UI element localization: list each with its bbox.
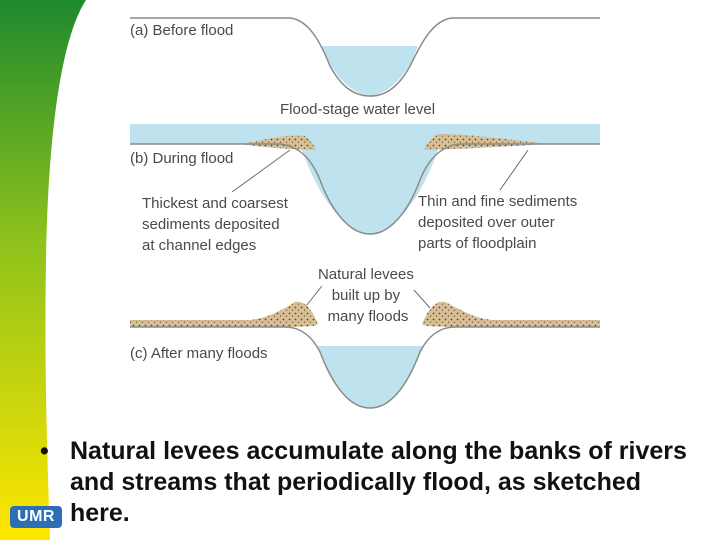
- leader-line-left: [231, 149, 291, 193]
- levee-note: Natural levees built up by many floods: [318, 266, 418, 325]
- channel-water-a: [322, 46, 418, 96]
- panel-b-label: (b) During flood: [130, 150, 233, 167]
- channel-water-c: [318, 346, 422, 408]
- flood-channel-water: [300, 144, 440, 234]
- leader-line-levee-left: [305, 285, 323, 307]
- panel-c-after-floods: Natural levees built up by many floods (…: [130, 266, 600, 409]
- right-sediment-note: Thin and fine sediments deposited over o…: [418, 193, 581, 252]
- flood-stage-label: Flood-stage water level: [280, 101, 435, 118]
- panel-c-label: (c) After many floods: [130, 345, 268, 362]
- levee-formation-diagram: (a) Before flood Flood-stage water level…: [130, 17, 600, 409]
- panel-a-label: (a) Before flood: [130, 22, 233, 39]
- left-sediment-note: Thickest and coarsest sediments deposite…: [142, 195, 292, 254]
- ground-profile-a: [130, 17, 600, 97]
- flood-water-band: [130, 124, 600, 144]
- decorative-side-stripe: [0, 0, 86, 540]
- panel-b-during-flood: Flood-stage water level (b) During flood…: [130, 101, 600, 254]
- sediment-left-b: [240, 135, 316, 150]
- ground-profile-c: [130, 326, 600, 409]
- leader-line-levee-right: [413, 289, 431, 309]
- bullet-glyph: •: [40, 437, 49, 465]
- panel-a-before-flood: (a) Before flood: [130, 17, 600, 97]
- leader-line-right: [499, 149, 529, 191]
- floodplain-sediment-c: [130, 301, 600, 327]
- sediment-right-b: [424, 134, 550, 150]
- ground-profile-b: [130, 143, 600, 235]
- caption-text: Natural levees accumulate along the bank…: [70, 437, 687, 527]
- umr-logo: UMR: [10, 506, 62, 528]
